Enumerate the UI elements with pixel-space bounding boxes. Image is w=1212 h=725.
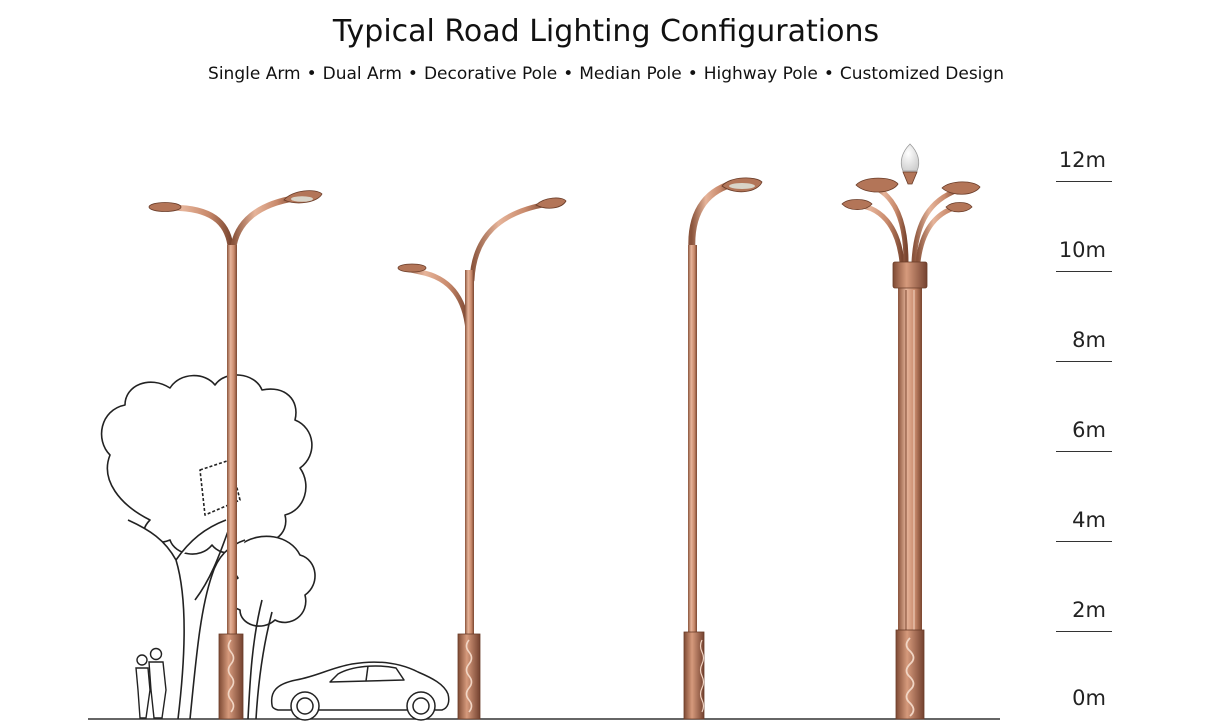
pole-4-base — [895, 629, 925, 720]
pole-1-lamp-right-lens — [291, 196, 313, 202]
pole-2-base-pattern — [465, 639, 473, 713]
subtitle-separator: • — [687, 64, 698, 84]
page-title: Typical Road Lighting Configurations — [332, 14, 880, 49]
subtitle-item-highway-pole: Highway Pole — [703, 64, 818, 84]
pole-3-arm — [688, 180, 736, 254]
scale-tick-8m — [1056, 361, 1112, 362]
pole-4-lamp-inner-left — [855, 177, 899, 193]
scale-tick-6m — [1056, 451, 1112, 452]
scale-tick-4m — [1056, 541, 1112, 542]
pole-2-lamp-left — [397, 263, 427, 273]
subtitle-separator: • — [306, 64, 317, 84]
pole-4-lamp-outer-left — [841, 199, 873, 211]
pole-4-arm-outer-left — [849, 202, 905, 265]
pole-2-arm-right — [469, 201, 551, 283]
scale-label-6m: 6m — [1072, 418, 1106, 442]
pole-4-globe-cup — [902, 171, 918, 185]
pole-1-lamp-left — [148, 202, 182, 212]
pole-1-shaft — [227, 245, 237, 640]
subtitle-separator: • — [563, 64, 574, 84]
scale-label-4m: 4m — [1072, 508, 1106, 532]
pole-4-arm-inner-right — [911, 187, 961, 265]
subtitle-item-customized-design: Customized Design — [839, 64, 1004, 84]
scale-tick-2m — [1056, 631, 1112, 632]
subtitle-item-single-arm: Single Arm — [208, 64, 301, 84]
pole-1-arm-right — [230, 195, 299, 253]
subtitle-separator: • — [823, 64, 834, 84]
pole-single-arm — [683, 177, 763, 720]
people-illustration — [135, 647, 167, 719]
pole-1-base-pattern — [227, 639, 235, 713]
pole-4-lamp-outer-right — [945, 202, 973, 213]
pole-3-lamp-lens — [729, 183, 755, 189]
scale-label-12m: 12m — [1058, 148, 1106, 172]
subtitle-item-median-pole: Median Pole — [579, 64, 682, 84]
pole-4-base-pattern — [905, 637, 915, 717]
scale-tick-12m — [1056, 181, 1112, 182]
pole-1-arm-left — [153, 203, 234, 253]
pole-dual-arm-asymmetric — [397, 197, 567, 720]
subtitle-item-decorative-pole: Decorative Pole — [423, 64, 558, 84]
subtitle-separator: • — [407, 64, 418, 84]
scale-label-8m: 8m — [1072, 328, 1106, 352]
pole-2-arm-left — [399, 265, 471, 333]
scale-tick-10m — [1056, 271, 1112, 272]
pole-4-globe-lamp — [900, 143, 920, 172]
scale-label-2m: 2m — [1072, 598, 1106, 622]
subtitle-item-dual-arm: Dual Arm — [322, 64, 402, 84]
pole-2-shaft — [465, 270, 474, 642]
tree-illustration — [100, 374, 316, 720]
pole-3-shaft — [688, 245, 697, 640]
page-subtitle: Single Arm•Dual Arm•Decorative Pole•Medi… — [0, 64, 1212, 84]
pole-4-collar — [892, 261, 928, 289]
pole-decorative-multi-head — [841, 143, 981, 720]
pole-3-base-pattern — [699, 639, 705, 713]
pole-4-lamp-inner-right — [941, 181, 981, 195]
pole-3-base — [683, 631, 705, 720]
car-illustration — [270, 661, 450, 721]
scale-label-10m: 10m — [1058, 238, 1106, 262]
scale-label-0m: 0m — [1072, 686, 1106, 710]
pole-2-lamp-right — [535, 197, 567, 209]
pole-4-shaft — [898, 270, 922, 634]
pole-dual-arm-large — [148, 190, 323, 720]
